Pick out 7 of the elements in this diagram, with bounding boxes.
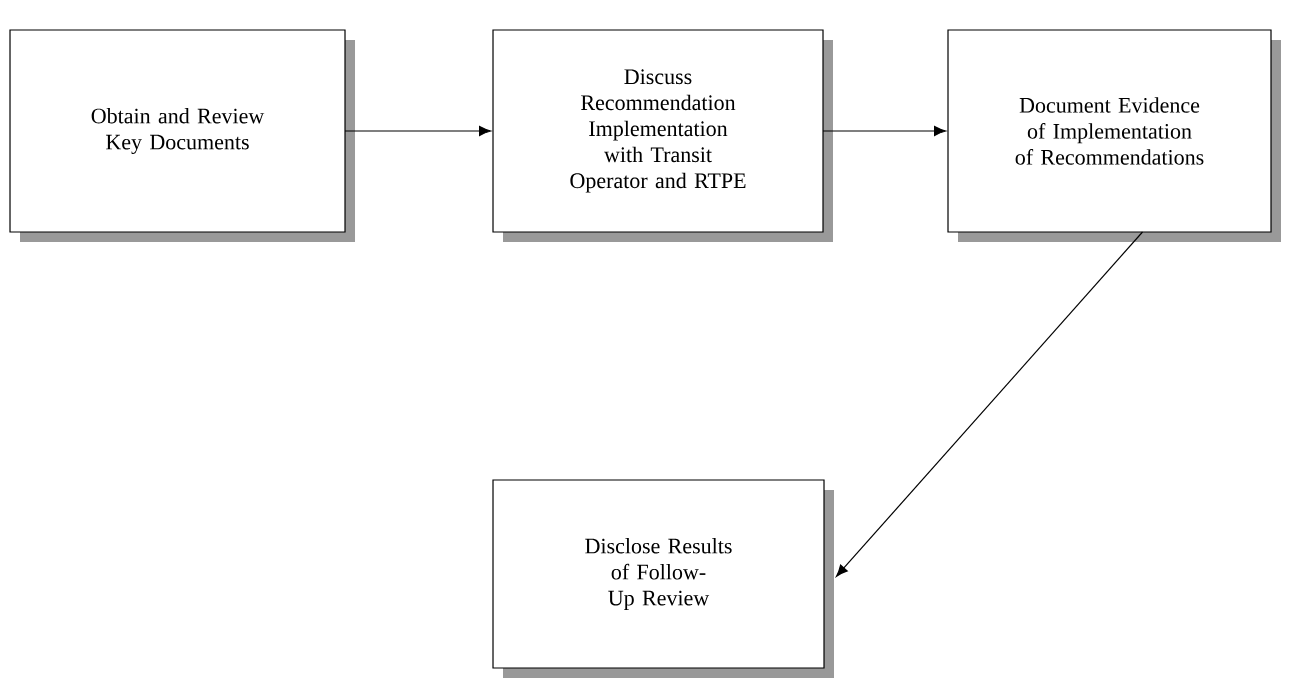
process-box: Obtain and Review Key Documents [9, 29, 355, 242]
process-box: Disclose Results of Follow-Up Review [492, 479, 834, 678]
arrow [836, 231, 1144, 577]
process-box: Discuss Recommendation Implementation with Transit Operator and RTPE [492, 29, 833, 242]
arrow [344, 125, 492, 136]
arrow [822, 125, 947, 136]
process-box: Document Evidence of Implementation of Recommendations [947, 29, 1281, 242]
